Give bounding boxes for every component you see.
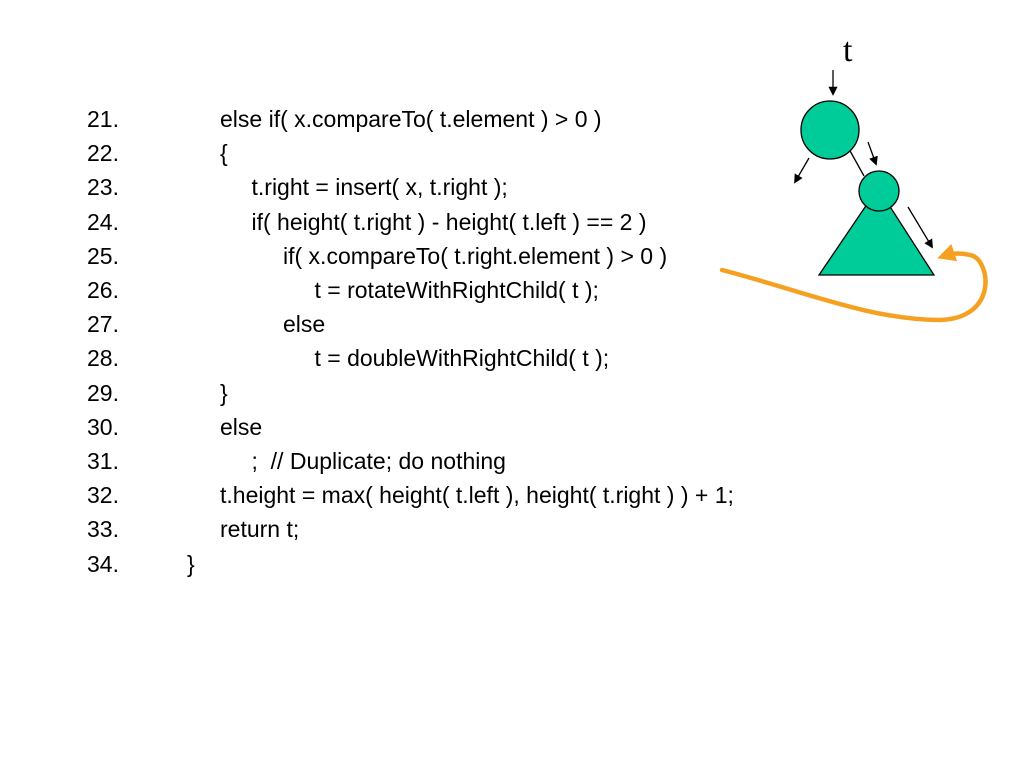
line-code: t = doubleWithRightChild( t ); xyxy=(314,345,610,372)
line-code: } xyxy=(187,550,195,577)
line-number: 22. xyxy=(87,140,119,167)
line-number: 28. xyxy=(87,345,119,372)
line-code: return t; xyxy=(220,516,300,543)
line-number: 29. xyxy=(87,379,119,406)
line-code: if( height( t.right ) - height( t.left )… xyxy=(251,208,647,235)
line-number: 34. xyxy=(87,550,119,577)
line-code: t.right = insert( x, t.right ); xyxy=(251,174,508,201)
line-number: 30. xyxy=(87,413,119,440)
line-code: { xyxy=(220,140,228,167)
line-number: 33. xyxy=(87,516,119,543)
line-number: 24. xyxy=(87,208,119,235)
line-code: ; // Duplicate; do nothing xyxy=(251,448,506,474)
line-number: 32. xyxy=(87,482,119,509)
line-code: t = rotateWithRightChild( t ); xyxy=(314,277,599,303)
line-code: else if( x.compareTo( t.element ) > 0 ) xyxy=(220,106,602,132)
line-code: else xyxy=(283,311,326,338)
line-number: 23. xyxy=(87,174,119,201)
line-number: 25. xyxy=(87,242,119,269)
line-code: if( x.compareTo( t.right.element ) > 0 ) xyxy=(283,242,668,269)
line-number: 27. xyxy=(87,311,119,338)
line-code: } xyxy=(220,379,228,406)
line-number: 31. xyxy=(87,448,119,474)
line-number: 26. xyxy=(87,277,119,303)
line-number: 21. xyxy=(87,106,119,132)
line-code: t.height = max( height( t.left ), height… xyxy=(220,482,734,509)
line-code: else xyxy=(220,413,263,440)
